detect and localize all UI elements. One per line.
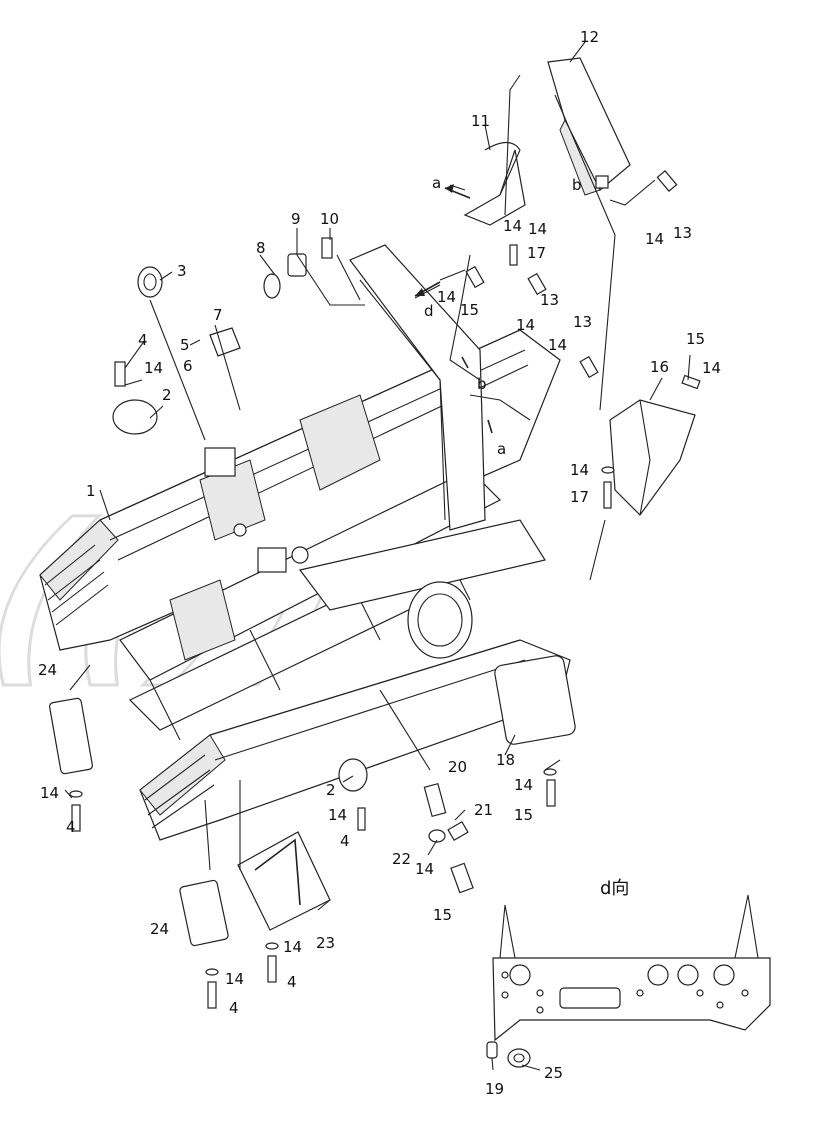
pin-part-10 xyxy=(321,237,333,259)
part-label-14e: 14 xyxy=(548,336,567,354)
part-label-17b: 17 xyxy=(570,488,589,506)
main-frame-assembly xyxy=(39,244,571,841)
part-label-14o: 14 xyxy=(503,217,522,235)
part-label-13b: 13 xyxy=(540,291,559,309)
part-label-18: 18 xyxy=(496,751,515,769)
part-label-2b: 2 xyxy=(326,781,336,799)
clip-part-22 xyxy=(428,829,446,843)
part-label-14n: 14 xyxy=(225,970,244,988)
part-label-14h: 14 xyxy=(144,359,163,377)
part-label-15b: 15 xyxy=(686,330,705,348)
part-label-8: 8 xyxy=(256,239,266,257)
part-label-4d: 4 xyxy=(287,973,297,991)
part-label-21: 21 xyxy=(474,801,493,819)
part-label-14b: 14 xyxy=(645,230,664,248)
part-label-22: 22 xyxy=(392,850,411,868)
leader-lines xyxy=(64,41,691,1071)
bolt-part-15-bottom xyxy=(450,862,474,894)
part-label-24b: 24 xyxy=(150,920,169,938)
bolt-fasteners xyxy=(69,170,701,1009)
part-label-1: 1 xyxy=(86,482,96,500)
part-label-6: 6 xyxy=(183,357,193,375)
cover-part-2-bottom xyxy=(338,758,368,792)
part-label-13a: 13 xyxy=(673,224,692,242)
part-label-15a: 15 xyxy=(460,301,479,319)
part-label-13c: 13 xyxy=(573,313,592,331)
plate-part-7 xyxy=(209,327,241,357)
part-number-labels: 1 2 2 3 4 4 4 4 4 5 6 7 8 9 10 11 12 13 … xyxy=(38,28,721,1098)
part-label-10: 10 xyxy=(320,210,339,228)
cap-part-3 xyxy=(137,266,163,298)
view-d-panel xyxy=(486,894,771,1068)
view-d-label: d向 xyxy=(600,878,629,899)
part-label-9: 9 xyxy=(291,210,301,228)
part-label-17a: 17 xyxy=(527,244,546,262)
part-label-14a: 14 xyxy=(528,220,547,238)
part-label-14d: 14 xyxy=(516,316,535,334)
part-label-14i: 14 xyxy=(40,784,59,802)
part-label-14m: 14 xyxy=(283,938,302,956)
cover-part-24-bottom xyxy=(179,879,229,947)
fitting-part-21 xyxy=(447,820,469,842)
part-label-25: 25 xyxy=(544,1064,563,1082)
part-label-12: 12 xyxy=(580,28,599,46)
cover-part-23 xyxy=(237,831,331,931)
pin-part-20 xyxy=(423,782,447,818)
part-label-5: 5 xyxy=(180,336,190,354)
part-label-11: 11 xyxy=(471,112,490,130)
part-label-23: 23 xyxy=(316,934,335,952)
cover-part-2-top xyxy=(112,399,158,435)
part-label-14j: 14 xyxy=(328,806,347,824)
part-label-14c: 14 xyxy=(437,288,456,306)
ref-letter-a-mid: a xyxy=(497,440,506,458)
part-label-15d: 15 xyxy=(433,906,452,924)
part-label-14f: 14 xyxy=(702,359,721,377)
part-label-14g: 14 xyxy=(570,461,589,479)
cover-part-24-left xyxy=(49,697,93,775)
part-label-4b: 4 xyxy=(66,818,76,836)
cover-part-18 xyxy=(494,655,576,745)
part-label-24a: 24 xyxy=(38,661,57,679)
part-label-15c: 15 xyxy=(514,806,533,824)
direction-arrows xyxy=(414,184,493,434)
part-label-19: 19 xyxy=(485,1080,504,1098)
ref-letter-d: d xyxy=(424,302,434,320)
part-label-20: 20 xyxy=(448,758,467,776)
part-label-16: 16 xyxy=(650,358,669,376)
part-label-2a: 2 xyxy=(162,386,172,404)
part-label-4e: 4 xyxy=(229,999,239,1017)
part-label-14l: 14 xyxy=(514,776,533,794)
reference-letters: a b d b a d向 xyxy=(424,174,629,899)
ref-letter-a-top: a xyxy=(432,174,441,192)
bracket-part-11 xyxy=(463,141,526,226)
bolt-part-4-top xyxy=(114,361,126,387)
ref-letter-b-mid: b xyxy=(477,375,487,393)
ref-letter-b-top: b xyxy=(572,176,582,194)
ring-part-8 xyxy=(263,273,281,299)
part-label-3: 3 xyxy=(177,262,187,280)
bracket-part-16 xyxy=(609,399,696,516)
part-label-4a: 4 xyxy=(138,331,148,349)
part-label-14k: 14 xyxy=(415,860,434,878)
part-label-4c: 4 xyxy=(340,832,350,850)
part-label-7: 7 xyxy=(213,306,223,324)
